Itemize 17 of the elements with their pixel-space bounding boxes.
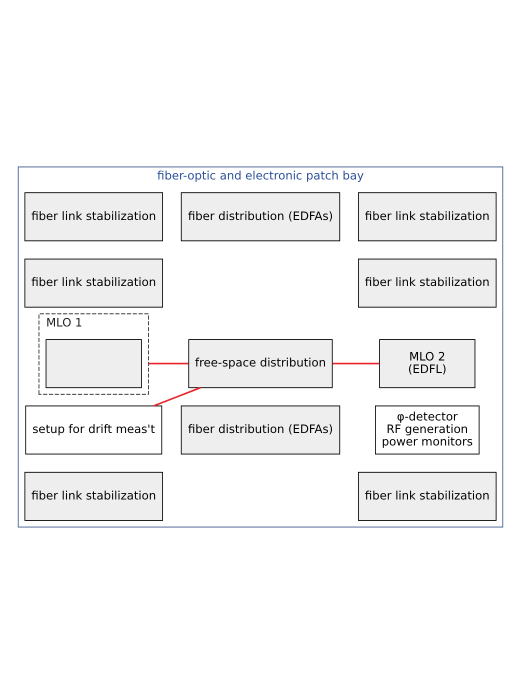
connector — [332, 362, 380, 364]
node-box: free-space distribution — [188, 338, 333, 388]
connector — [153, 386, 201, 406]
node-box: fiber link stabilization — [358, 258, 497, 308]
node-box: φ-detector RF generation power monitors — [375, 405, 480, 454]
node-box: fiber link stabilization — [358, 471, 497, 520]
node-box: fiber distribution (EDFAs) — [180, 192, 340, 241]
node-box: fiber link stabilization — [358, 192, 497, 241]
node-box: fiber link stabilization — [24, 258, 163, 308]
node-box: fiber distribution (EDFAs) — [180, 405, 340, 454]
node-box: MLO 2 (EDFL) — [379, 338, 476, 388]
node-box: setup for drift meas't — [25, 405, 162, 454]
node-box: fiber link stabilization — [24, 471, 163, 520]
connector — [148, 362, 189, 364]
node-box: fiber link stabilization — [24, 192, 163, 241]
cluster: MLO 1 — [38, 312, 149, 394]
node-box — [46, 338, 142, 388]
